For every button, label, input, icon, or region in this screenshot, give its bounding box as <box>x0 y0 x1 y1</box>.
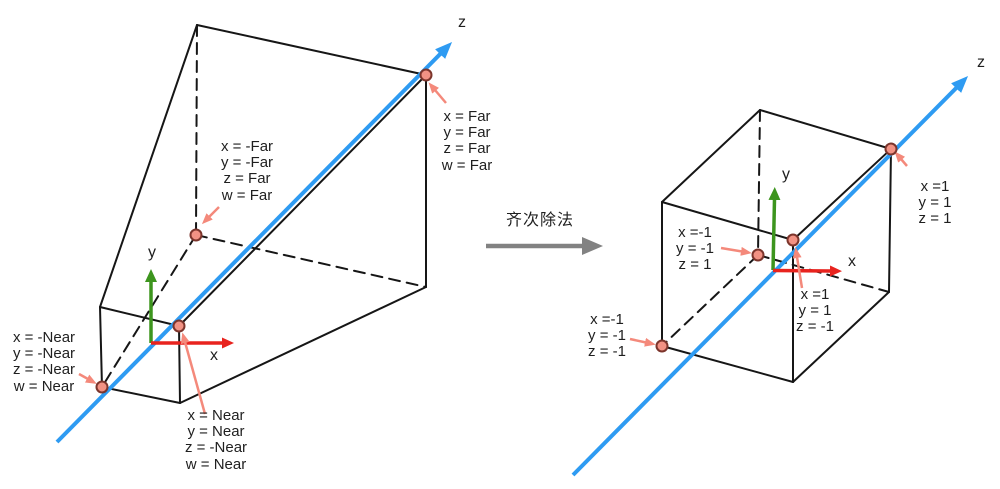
pointer-to-near-positive <box>180 332 207 415</box>
point-label-line: w = Far <box>221 186 273 204</box>
label-far-positive-corner: x = Far y = Far z = Far w = Far <box>441 108 493 174</box>
near-face-left-edge <box>99 306 103 388</box>
pointer-to-near-negative <box>78 372 97 384</box>
point-label-line: w = Near <box>13 377 75 395</box>
cube-edge-back-left-dashed <box>661 254 759 347</box>
left-x-axis-label: x <box>210 347 218 364</box>
point-label-line: x = -Far <box>220 138 274 155</box>
cube-edge-bottom-right <box>792 291 890 383</box>
cube-edge-top-back-right <box>759 109 892 150</box>
frustum-edge-back-left-dashed <box>195 24 198 236</box>
transform-label: 齐次除法 <box>505 212 575 229</box>
frustum-edge-far-bottom-dashed <box>195 234 427 288</box>
left-z-axis <box>55 42 453 444</box>
cube-outline <box>661 109 892 383</box>
point-1-1-1 <box>884 142 898 156</box>
point-label-line: x = Near <box>187 407 245 424</box>
pointer-to-far-negative <box>201 206 220 225</box>
label-near-negative-corner: x = -Near y = -Near z = -Near w = Near <box>12 329 76 395</box>
pointer-to-corner-n1-n1-1 <box>720 246 752 256</box>
label-near-positive-corner: x = Near y = Near z = -Near w = Near <box>184 407 248 473</box>
right-z-axis <box>571 76 969 477</box>
point-label-line: z = -1 <box>588 343 626 361</box>
pointer-to-far-positive <box>428 82 447 104</box>
cube-edge-bottom-left <box>661 345 794 383</box>
point-label-line: x =1 <box>920 178 950 195</box>
cube-edge-top-front-right <box>792 148 892 241</box>
frustum-edge-bottom-left-dashed <box>101 234 197 388</box>
cube-hidden-edges <box>661 109 890 347</box>
point-label-line: z = Far <box>223 170 271 188</box>
frustum-edge-top <box>196 24 427 76</box>
cube-edge-back-right-dashed <box>757 254 890 293</box>
point-label-line: z = -Near <box>12 361 76 379</box>
frustum-edge-bottom-right <box>179 286 427 404</box>
right-z-axis-label: z <box>977 54 985 71</box>
point-label-line: y = Far <box>443 124 491 142</box>
frustum-hidden-edges <box>101 24 427 388</box>
label-corner-n1-n1-n1: x =-1 y = -1 z = -1 <box>588 311 626 361</box>
point-n1-n1-1 <box>751 248 765 262</box>
right-x-axis-label: x <box>848 253 856 270</box>
point-label-line: y = 1 <box>798 302 832 320</box>
label-corner-n1-n1-1: x =-1 y = -1 z = 1 <box>676 224 714 274</box>
point-near-negative <box>95 380 109 394</box>
point-label-line: x =1 <box>800 286 830 303</box>
label-corner-1-1-1: x =1 y = 1 z = 1 <box>918 178 952 228</box>
point-far-positive <box>419 68 433 82</box>
point-label-line: y = Near <box>187 423 245 441</box>
left-corner-points <box>95 68 433 394</box>
cube-edge-top-back-left <box>661 109 761 203</box>
right-x-axis <box>772 265 842 277</box>
point-label-line: x = -Near <box>12 329 76 346</box>
point-label-line: y = -1 <box>676 240 714 258</box>
point-label-line: z = Far <box>443 140 491 158</box>
point-label-line: z = 1 <box>918 210 952 228</box>
point-label-line: y = 1 <box>918 194 952 212</box>
point-label-line: z = 1 <box>678 256 712 274</box>
point-far-negative <box>189 228 203 242</box>
left-z-axis-label: z <box>458 14 466 31</box>
frustum-edge-left <box>99 24 198 308</box>
cube-edge-top-front-left <box>661 201 794 241</box>
near-face-top-edge <box>99 306 180 327</box>
point-label-line: x = Far <box>443 108 491 125</box>
point-label-line: y = -Far <box>220 154 274 172</box>
label-corner-1-1-n1: x =1 y = 1 z = -1 <box>796 286 834 336</box>
right-corner-points <box>655 142 898 353</box>
cube-edge-back-vertical-dashed <box>757 109 761 256</box>
near-face-bottom-edge <box>101 386 181 404</box>
pointer-to-corner-1-1-n1 <box>792 247 804 289</box>
pointer-to-corner-n1-n1-n1 <box>629 337 656 347</box>
frustum-edge-diagonal <box>178 74 427 327</box>
point-label-line: z = -1 <box>796 318 834 336</box>
point-label-line: w = Near <box>185 455 247 473</box>
point-1-1-n1 <box>786 233 800 247</box>
label-far-negative-corner: x = -Far y = -Far z = Far w = Far <box>220 138 274 204</box>
point-label-line: z = -Near <box>184 439 248 457</box>
point-label-line: x =-1 <box>590 311 624 328</box>
point-label-line: x =-1 <box>678 224 712 241</box>
point-near-positive <box>172 319 186 333</box>
point-label-line: y = -1 <box>588 327 626 345</box>
near-face-right-edge <box>178 325 181 404</box>
left-y-axis-label: y <box>148 244 156 261</box>
right-y-axis <box>768 187 781 271</box>
point-n1-n1-n1 <box>655 339 669 353</box>
frustum-outline <box>99 24 427 404</box>
point-label-line: w = Far <box>441 156 493 174</box>
left-pointer-arrows <box>78 82 447 415</box>
pointer-to-corner-1-1-1 <box>894 151 908 167</box>
right-pointer-arrows <box>629 151 908 347</box>
cube-edge-right-vertical <box>888 148 892 293</box>
right-y-axis-label: y <box>782 166 790 183</box>
point-label-line: y = -Near <box>12 345 76 363</box>
